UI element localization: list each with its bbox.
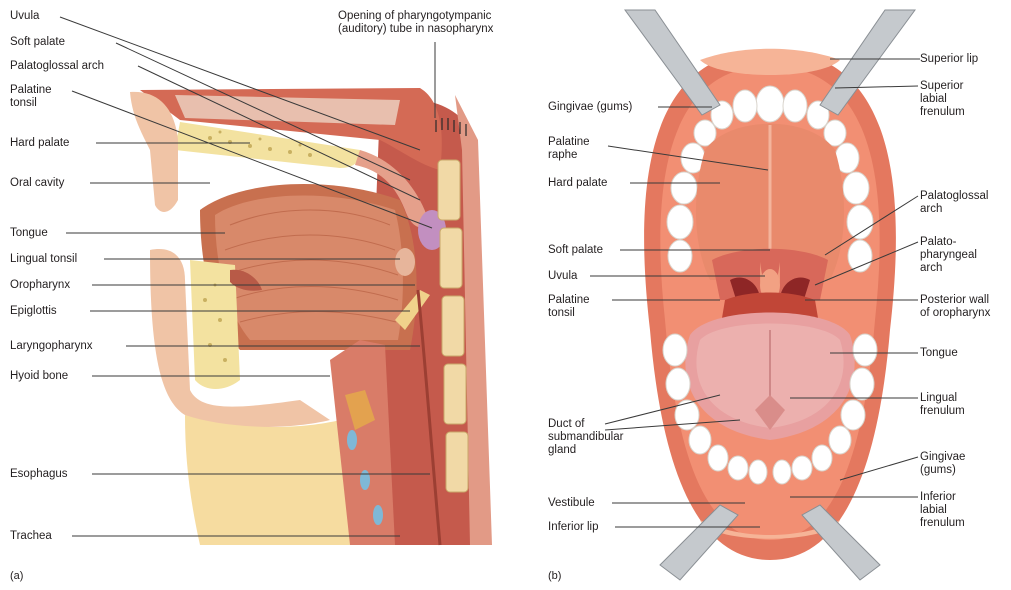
label-hard-palate-a: Hard palate (10, 137, 69, 150)
open-mouth-illustration (625, 10, 915, 580)
panel-b-letter: (b) (548, 570, 561, 582)
label-palatoglossal-arch-a: Palatoglossal arch (10, 60, 104, 73)
label-oropharynx-a: Oropharynx (10, 279, 70, 292)
label-laryngopharynx-a: Laryngopharynx (10, 340, 92, 353)
label-lingual-tonsil-a: Lingual tonsil (10, 253, 77, 266)
label-epiglottis-a: Epiglottis (10, 305, 57, 318)
label-soft-palate-b: Soft palate (548, 244, 603, 257)
label-soft-palate-a: Soft palate (10, 36, 65, 49)
label-oral-cavity-a: Oral cavity (10, 177, 64, 190)
label-superior-lip: Superior lip (920, 53, 978, 66)
label-gingivae-b-right: Gingivae(gums) (920, 451, 965, 477)
label-hard-palate-b: Hard palate (548, 177, 607, 190)
label-uvula-a: Uvula (10, 10, 39, 23)
label-tongue-a: Tongue (10, 227, 48, 240)
label-esophagus-a: Esophagus (10, 468, 68, 481)
label-vestibule: Vestibule (548, 497, 595, 510)
label-uvula-b: Uvula (548, 270, 577, 283)
panel-a-letter: (a) (10, 570, 23, 582)
sagittal-section-illustration (130, 88, 492, 545)
label-gingivae-b-left: Gingivae (gums) (548, 101, 632, 114)
label-inferior-lip: Inferior lip (548, 521, 599, 534)
label-trachea-a: Trachea (10, 530, 52, 543)
label-tongue-b: Tongue (920, 347, 958, 360)
label-hyoid-bone-a: Hyoid bone (10, 370, 68, 383)
label-pharyngotympanic-tube: Opening of pharyngotympanic(auditory) tu… (338, 10, 493, 36)
